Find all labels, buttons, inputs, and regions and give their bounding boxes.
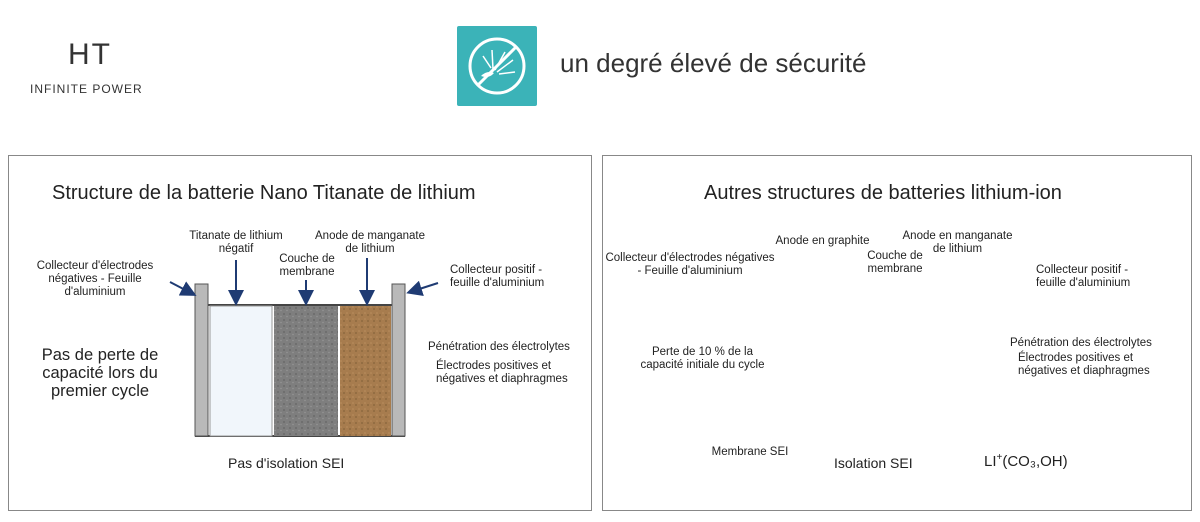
left-membrane-layer bbox=[274, 306, 338, 436]
left-panel-title: Structure de la batterie Nano Titanate d… bbox=[52, 182, 476, 204]
right-panel-title: Autres structures de batteries lithium-i… bbox=[704, 182, 1062, 204]
right-electrodes-text: Électrodes positives et négatives et dia… bbox=[1018, 352, 1150, 377]
li-ion-label: LI+(CO₃,OH) bbox=[984, 452, 1068, 470]
headline: un degré élevé de sécurité bbox=[560, 48, 867, 78]
right-loss-text: Perte de 10 % de la capacité initiale du… bbox=[640, 346, 765, 371]
right-pos-collector-label: Collecteur positif - feuille d'aluminium bbox=[1036, 264, 1131, 289]
right-panel bbox=[602, 155, 1192, 511]
left-electrodes-text: Électrodes positives et négatives et dia… bbox=[436, 360, 568, 385]
right-graphite-label: Anode en graphite bbox=[775, 235, 870, 247]
left-positive-collector bbox=[391, 283, 406, 437]
left-negative-collector bbox=[194, 283, 209, 437]
right-sei-membrane-label: Membrane SEI bbox=[711, 446, 789, 458]
left-titanate-label: Titanate de lithium négatif bbox=[189, 230, 283, 255]
left-anode-label: Anode de manganate de lithium bbox=[315, 230, 425, 255]
right-anode-label: Anode en manganate de lithium bbox=[902, 230, 1013, 255]
left-titanate-layer bbox=[209, 305, 273, 437]
left-cell bbox=[194, 283, 406, 437]
left-membrane-label: Couche de membrane bbox=[279, 253, 335, 278]
right-neg-collector-label: Collecteur d'électrodes négatives - Feui… bbox=[605, 252, 775, 277]
logo-mark: HT bbox=[68, 38, 112, 71]
left-pos-collector-label: Collecteur positif - feuille d'aluminium bbox=[450, 264, 545, 289]
right-bottom-label: Isolation SEI bbox=[834, 455, 913, 471]
logo-subtitle: INFINITE POWER bbox=[30, 82, 143, 96]
left-bottom-label: Pas d'isolation SEI bbox=[228, 455, 345, 471]
no-explosion-icon bbox=[457, 26, 537, 106]
left-penetration-text: Pénétration des électrolytes bbox=[428, 341, 570, 353]
left-anode-layer bbox=[340, 306, 391, 436]
right-membrane-label: Couche de membrane bbox=[867, 250, 923, 275]
left-neg-collector-label: Collecteur d'électrodes négatives - Feui… bbox=[36, 260, 154, 298]
left-no-loss-text: Pas de perte de capacité lors du premier… bbox=[41, 346, 159, 400]
right-penetration-text: Pénétration des électrolytes bbox=[1010, 337, 1152, 349]
